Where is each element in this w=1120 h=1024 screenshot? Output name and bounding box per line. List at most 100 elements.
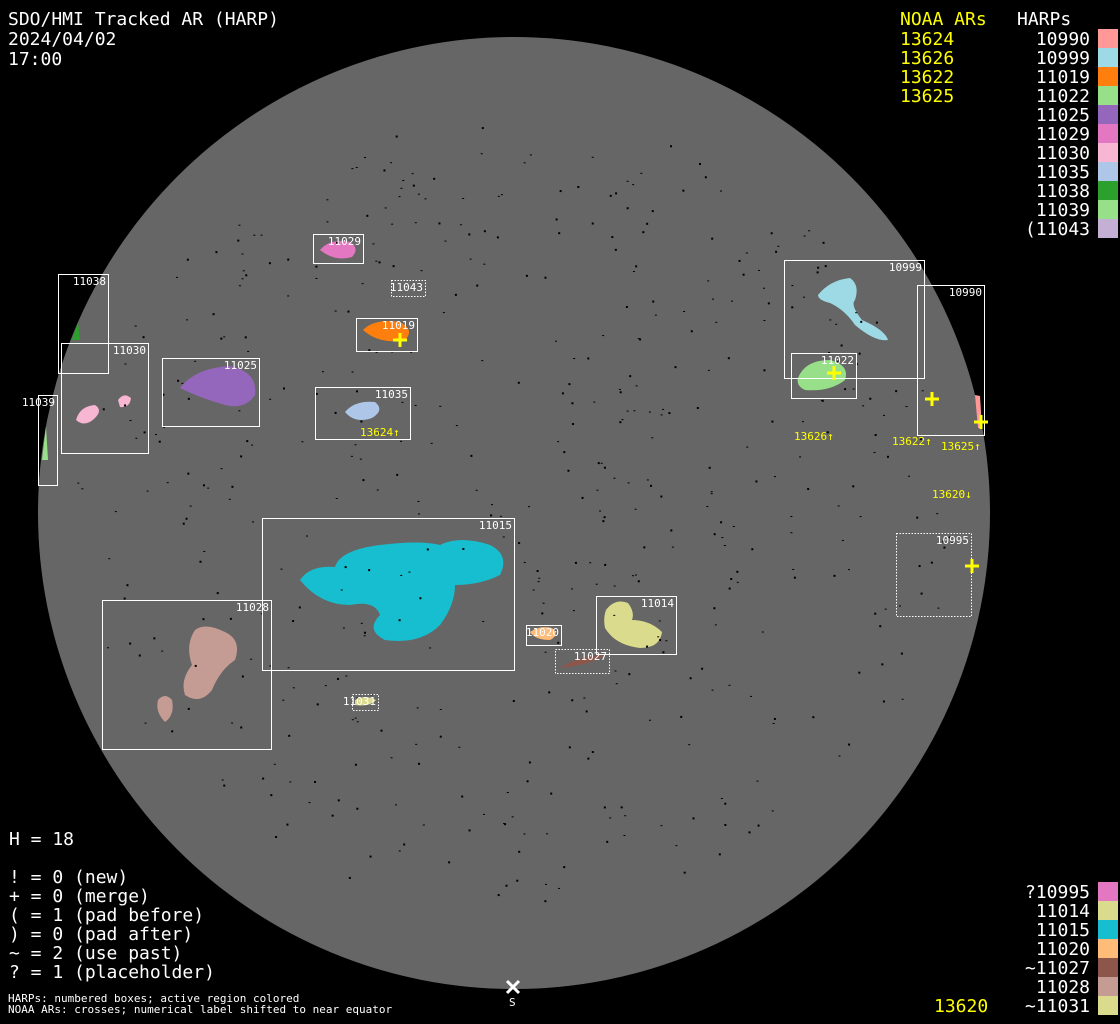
harp-list-item: 11014	[1035, 901, 1090, 922]
active-region-11028	[157, 626, 238, 722]
harp-list-item: 11039	[1035, 200, 1090, 221]
harp-box[interactable]	[526, 625, 562, 646]
harp-box[interactable]	[391, 280, 426, 297]
harp-box-label: 11039	[22, 396, 55, 409]
noaa-list-item: 13622	[900, 67, 955, 88]
harp-box-label: 11022	[821, 354, 854, 367]
harp-box-label: 11015	[479, 519, 512, 532]
active-region-11035	[345, 401, 380, 420]
harp-list-item: ~11031	[1024, 996, 1090, 1017]
harp-list-item: 11035	[1035, 162, 1090, 183]
header-time: 17:00	[8, 49, 63, 70]
noaa-cross-icon	[827, 366, 841, 380]
stat-line: + = 0 (merge)	[9, 886, 150, 907]
harp-box-label: 11043	[390, 281, 423, 294]
harp-box[interactable]	[917, 285, 985, 436]
harp-box[interactable]	[784, 260, 925, 379]
noaa-cross-icon	[925, 392, 939, 406]
noaa-label: 13622↑	[892, 435, 932, 448]
solar-disk	[38, 37, 990, 989]
harp-list-item: 11030	[1035, 143, 1090, 164]
noaa-list-item: 13625	[900, 86, 955, 107]
active-region-11020	[530, 627, 556, 640]
harp-box[interactable]	[262, 518, 515, 671]
harp-box[interactable]	[352, 694, 379, 711]
harp-color-swatch	[1098, 219, 1118, 238]
magnetogram-specks	[77, 127, 954, 903]
harp-color-swatch	[1098, 977, 1118, 996]
active-region-11039	[42, 426, 48, 460]
harp-box-label: 11028	[236, 601, 269, 614]
noaa-label: 13620↓	[932, 488, 972, 501]
active-region-11019	[363, 321, 409, 342]
south-marker-icon	[505, 979, 521, 995]
harp-box-label: 10995	[936, 534, 969, 547]
harp-list-item: 11020	[1035, 939, 1090, 960]
harp-box-label: 11038	[73, 275, 106, 288]
harp-box-label: 10990	[949, 286, 982, 299]
harp-list-item: ~11027	[1024, 958, 1090, 979]
harp-box-label: 11030	[113, 344, 146, 357]
harp-list-item: 10990	[1035, 29, 1090, 50]
harp-box[interactable]	[315, 387, 411, 440]
harp-color-swatch	[1098, 67, 1118, 86]
harp-color-swatch	[1098, 958, 1118, 977]
harp-box-label: 11014	[641, 597, 674, 610]
stat-line: ) = 0 (pad after)	[9, 924, 194, 945]
harp-box[interactable]	[61, 343, 149, 454]
harp-color-swatch	[1098, 920, 1118, 939]
harp-box[interactable]	[896, 533, 972, 617]
harp-box[interactable]	[791, 353, 857, 399]
harp-box-label: 11031	[343, 695, 376, 708]
noaa-label: 13624↑	[360, 426, 400, 439]
harp-box-label: 11025	[224, 359, 257, 372]
noaa-bottom-item: 13620	[934, 996, 989, 1017]
harp-color-swatch	[1098, 105, 1118, 124]
harp-color-swatch	[1098, 162, 1118, 181]
stat-line: ! = 0 (new)	[9, 867, 129, 888]
harp-box[interactable]	[102, 600, 272, 750]
harp-box-label: 11027	[574, 650, 607, 663]
active-region-11027	[560, 655, 605, 668]
harp-list-item: 11038	[1035, 181, 1090, 202]
harp-color-swatch	[1098, 181, 1118, 200]
noaa-list-item: 13626	[900, 48, 955, 69]
header-title: SDO/HMI Tracked AR (HARP)	[8, 9, 279, 30]
harp-list-item: 11028	[1035, 977, 1090, 998]
noaa-heading: NOAA ARs	[900, 9, 987, 30]
harp-color-swatch	[1098, 939, 1118, 958]
harp-box[interactable]	[596, 596, 677, 655]
harp-box-label: 11020	[526, 626, 559, 639]
harp-box[interactable]	[555, 649, 610, 674]
harp-box-label: 11019	[382, 319, 415, 332]
harp-box[interactable]	[58, 274, 109, 374]
stat-h: H = 18	[9, 829, 75, 850]
harp-color-swatch	[1098, 48, 1118, 67]
harp-color-swatch	[1098, 200, 1118, 219]
stat-line: ~ = 2 (use past)	[9, 943, 183, 964]
harp-box[interactable]	[356, 318, 418, 352]
header-date: 2024/04/02	[8, 29, 117, 50]
harp-box[interactable]	[162, 358, 260, 427]
harp-color-swatch	[1098, 901, 1118, 920]
harp-box[interactable]	[313, 234, 364, 264]
noaa-cross-icon	[393, 333, 407, 347]
active-region-11029	[320, 241, 356, 259]
active-region-11025	[180, 366, 256, 407]
harp-box-label: 11035	[375, 388, 408, 401]
harp-list-item: 10999	[1035, 48, 1090, 69]
harp-color-swatch	[1098, 143, 1118, 162]
harp-list-item: 11019	[1035, 67, 1090, 88]
stat-line: ? = 1 (placeholder)	[9, 962, 215, 983]
footnote-noaa: NOAA ARs: crosses; numerical label shift…	[8, 1003, 393, 1016]
harp-list-item: 11015	[1035, 920, 1090, 941]
harp-color-swatch	[1098, 996, 1118, 1015]
harps-heading: HARPs	[1017, 9, 1072, 30]
harp-color-swatch	[1098, 882, 1118, 901]
noaa-label: 13626↑	[794, 430, 834, 443]
noaa-list-item: 13624	[900, 29, 955, 50]
harp-box-label: 10999	[889, 261, 922, 274]
active-region-11015	[300, 540, 504, 641]
harp-list-item: 11025	[1035, 105, 1090, 126]
harp-box[interactable]	[38, 395, 58, 486]
